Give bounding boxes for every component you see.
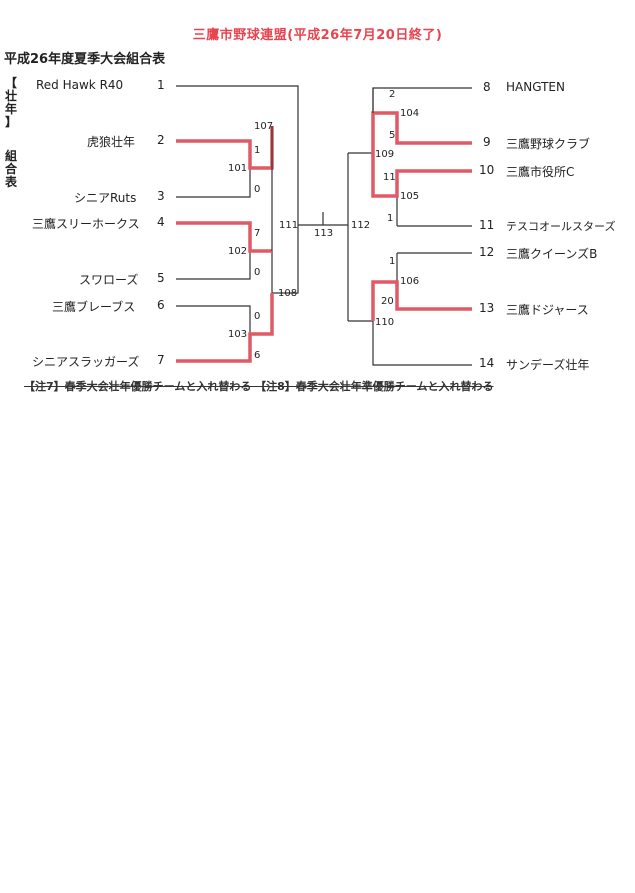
- page-subtitle: 平成26年度夏季大会組合表: [4, 52, 166, 67]
- side-label-char: 年: [4, 102, 17, 116]
- score-101-bottom: 0: [254, 184, 261, 195]
- bracket-line: [176, 168, 251, 198]
- team-name-1: Red Hawk R40: [36, 78, 124, 92]
- match-code-101: 101: [228, 163, 248, 174]
- match-code-108: 108: [278, 288, 298, 299]
- team-name-10: 三鷹市役所C: [506, 165, 575, 179]
- score-105-top: 11: [383, 172, 396, 183]
- winner-line: [371, 153, 472, 198]
- match-code-104: 104: [400, 108, 420, 119]
- score-106-bottom: 20: [381, 296, 394, 307]
- team-name-11: テスコオールスターズ: [506, 220, 616, 233]
- team-name-7: シニアスラッガーズ: [32, 355, 140, 369]
- match-code-111: 111: [279, 220, 299, 231]
- match-code-106: 106: [400, 276, 420, 287]
- team-name-14: サンデーズ壮年: [506, 358, 590, 372]
- team-number-3: 3: [157, 189, 165, 203]
- team-number-4: 4: [157, 215, 165, 229]
- bracket-line: [348, 320, 472, 366]
- team-number-9: 9: [483, 135, 491, 149]
- team-name-8: HANGTEN: [506, 80, 565, 94]
- side-label-table: 組 合 表: [4, 150, 18, 189]
- winner-line: [176, 221, 272, 253]
- bracket-line: [176, 305, 251, 334]
- team-number-11: 11: [479, 218, 495, 232]
- match-code-102: 102: [228, 246, 248, 257]
- score-104-top: 2: [389, 89, 396, 100]
- score-103-bottom: 6: [254, 350, 261, 361]
- match-code-109: 109: [375, 149, 395, 160]
- bracket-line: [176, 251, 251, 280]
- team-number-8: 8: [483, 80, 491, 94]
- score-106-top: 1: [389, 256, 396, 267]
- side-label-bracket: 【 壮 年 】: [4, 77, 18, 129]
- match-code-110: 110: [375, 317, 395, 328]
- side-label-char: 表: [4, 175, 17, 189]
- team-number-1: 1: [157, 78, 165, 92]
- team-number-14: 14: [479, 356, 495, 370]
- match-code-105: 105: [400, 191, 420, 202]
- match-code-107: 107: [254, 121, 274, 132]
- side-label-char: 【: [4, 76, 17, 90]
- team-name-5: スワローズ: [79, 273, 139, 287]
- team-name-2: 虎狼壮年: [87, 135, 136, 149]
- footnote: 【注7】春季大会壮年優勝チームと入れ替わる 【注8】春季大会壮年準優勝チームと入…: [24, 380, 494, 393]
- page-title: 三鷹市野球連盟(平成26年7月20日終了): [192, 28, 443, 43]
- score-101-top: 1: [254, 145, 261, 156]
- team-number-6: 6: [157, 298, 165, 312]
- match-code-103: 103: [228, 329, 248, 340]
- team-number-13: 13: [479, 301, 495, 315]
- match-code-112: 112: [351, 220, 371, 231]
- winner-line: [176, 293, 274, 363]
- team-number-2: 2: [157, 133, 165, 147]
- score-104-bottom: 5: [389, 130, 396, 141]
- side-label-char: 組: [4, 149, 17, 163]
- winner-line: [371, 111, 472, 153]
- winner-line: [371, 280, 472, 321]
- team-number-5: 5: [157, 271, 165, 285]
- team-name-3: シニアRuts: [74, 191, 137, 205]
- team-number-7: 7: [157, 353, 165, 367]
- team-name-12: 三鷹クイーンズB: [506, 247, 598, 261]
- side-label-char: 壮: [4, 89, 17, 103]
- team-name-13: 三鷹ドジャース: [506, 303, 589, 317]
- team-name-4: 三鷹スリーホークス: [32, 217, 140, 231]
- score-102-top: 7: [254, 228, 261, 239]
- team-name-9: 三鷹野球クラブ: [506, 137, 591, 151]
- team-name-6: 三鷹ブレーブス: [52, 300, 136, 314]
- score-105-bottom: 1: [387, 213, 394, 224]
- side-label-char: 合: [4, 162, 17, 176]
- team-number-10: 10: [479, 163, 495, 177]
- team-number-12: 12: [479, 245, 495, 259]
- side-label-char: 】: [4, 115, 17, 129]
- score-103-top: 0: [254, 311, 261, 322]
- match-code-113: 113: [314, 228, 334, 239]
- score-102-bottom: 0: [254, 267, 261, 278]
- bracket-line: [176, 85, 299, 294]
